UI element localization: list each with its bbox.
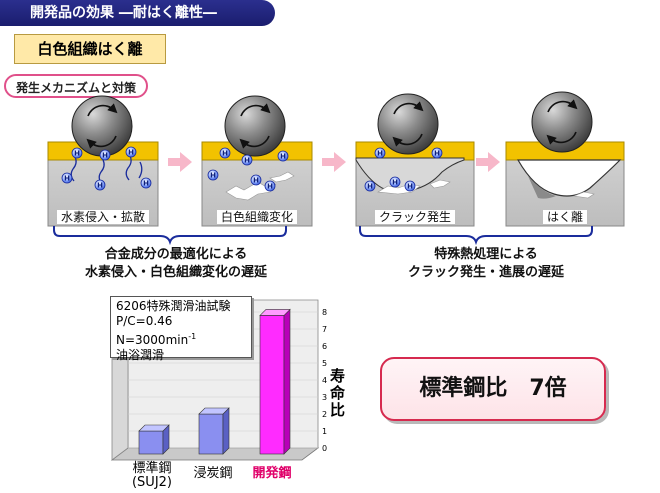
stage-arrow-2-icon <box>322 152 346 172</box>
legend-line-3-sup: -1 <box>188 332 197 341</box>
chart-ytick-label: 7 <box>322 325 327 334</box>
chart-ytick-label: 4 <box>322 376 327 385</box>
chart-ylabel-char: 寿 <box>330 367 346 385</box>
chart-ytick-label: 0 <box>322 444 327 453</box>
group-2-line-1: 特殊熱処理による <box>434 247 538 262</box>
chart-bar <box>259 308 291 455</box>
hydrogen-label: H <box>74 150 80 158</box>
hydrogen-label: H <box>407 183 413 191</box>
hydrogen-label: H <box>222 150 228 158</box>
group-1-text: 合金成分の最適化による 水素侵入・白色組織変化の遅延 <box>46 246 306 282</box>
stage-caption-3: クラック発生 <box>374 210 455 224</box>
hydrogen-atoms-stage-1: H H H H H H <box>61 146 152 191</box>
stage-4-diagram <box>505 91 625 227</box>
category-label-1: 標準鋼 <box>132 461 172 476</box>
hydrogen-label: H <box>267 183 273 191</box>
chart-legend-box: 6206特殊潤滑油試験 P/C=0.46 N=3000min-1 油浴潤滑 <box>110 296 252 362</box>
legend-line-1: 6206特殊潤滑油試験 <box>116 299 231 313</box>
legend-line-4: 油浴潤滑 <box>116 348 165 362</box>
group-brace-1 <box>53 226 287 246</box>
chart-ytick-label: 2 <box>322 410 327 419</box>
group-2-text: 特殊熱処理による クラック発生・進展の遅延 <box>356 246 616 282</box>
stage-arrow-1-icon <box>168 152 192 172</box>
category-label-3: 開発鋼 <box>252 466 292 481</box>
category-label-2: 浸炭鋼 <box>193 466 233 481</box>
hydrogen-label: H <box>97 182 103 190</box>
chart-ylabel: 寿命比 <box>330 368 348 419</box>
stage-arrow-3-icon <box>476 152 500 172</box>
chart-ylabel-char: 命 <box>330 384 346 402</box>
subtitle-box: 白色組織はく離 <box>14 34 166 64</box>
group-1-line-1: 合金成分の最適化による <box>104 247 248 262</box>
chart-ytick-label: 5 <box>322 359 327 368</box>
chart-ytick-label: 8 <box>322 308 327 317</box>
ratio-callout: 標準鋼比 7倍 <box>380 357 606 421</box>
chart-ytick-label: 3 <box>322 393 327 402</box>
hydrogen-label: H <box>367 183 373 191</box>
hydrogen-label: H <box>280 153 286 161</box>
chart-bar <box>198 407 230 455</box>
hydrogen-label: H <box>143 180 149 188</box>
group-1-line-2: 水素侵入・白色組織変化の遅延 <box>84 265 267 280</box>
hydrogen-atoms-stage-3: H H H H H <box>364 147 443 192</box>
hydrogen-label: H <box>102 152 108 160</box>
hydrogen-label: H <box>434 150 440 158</box>
hydrogen-label: H <box>64 175 70 183</box>
page-header: 開発品の効果 ―耐はく離性― <box>0 0 275 26</box>
group-brace-2 <box>359 226 593 246</box>
chart-ytick-label: 1 <box>322 427 327 436</box>
hydrogen-label: H <box>392 179 398 187</box>
stage-3-diagram <box>355 93 475 227</box>
hydrogen-label: H <box>210 172 216 180</box>
category-sublabel-1: (SUJ2) <box>131 475 172 490</box>
hydrogen-label: H <box>128 149 134 157</box>
hydrogen-label: H <box>377 150 383 158</box>
stage-caption-4: はく離 <box>542 210 587 224</box>
hydrogen-label: H <box>244 157 250 165</box>
legend-line-2: P/C=0.46 <box>116 314 173 328</box>
chart-ylabel-char: 比 <box>330 401 346 419</box>
hydrogen-label: H <box>253 177 259 185</box>
mechanism-label: 発生メカニズムと対策 <box>4 74 148 98</box>
stage-caption-2: 白色組織変化 <box>216 210 297 224</box>
legend-line-3: N=3000min <box>116 333 189 347</box>
chart-ytick-label: 6 <box>322 342 327 351</box>
chart-bar <box>138 424 170 455</box>
stage-caption-1: 水素侵入・拡散 <box>56 210 149 224</box>
group-2-line-2: クラック発生・進展の遅延 <box>407 265 564 280</box>
